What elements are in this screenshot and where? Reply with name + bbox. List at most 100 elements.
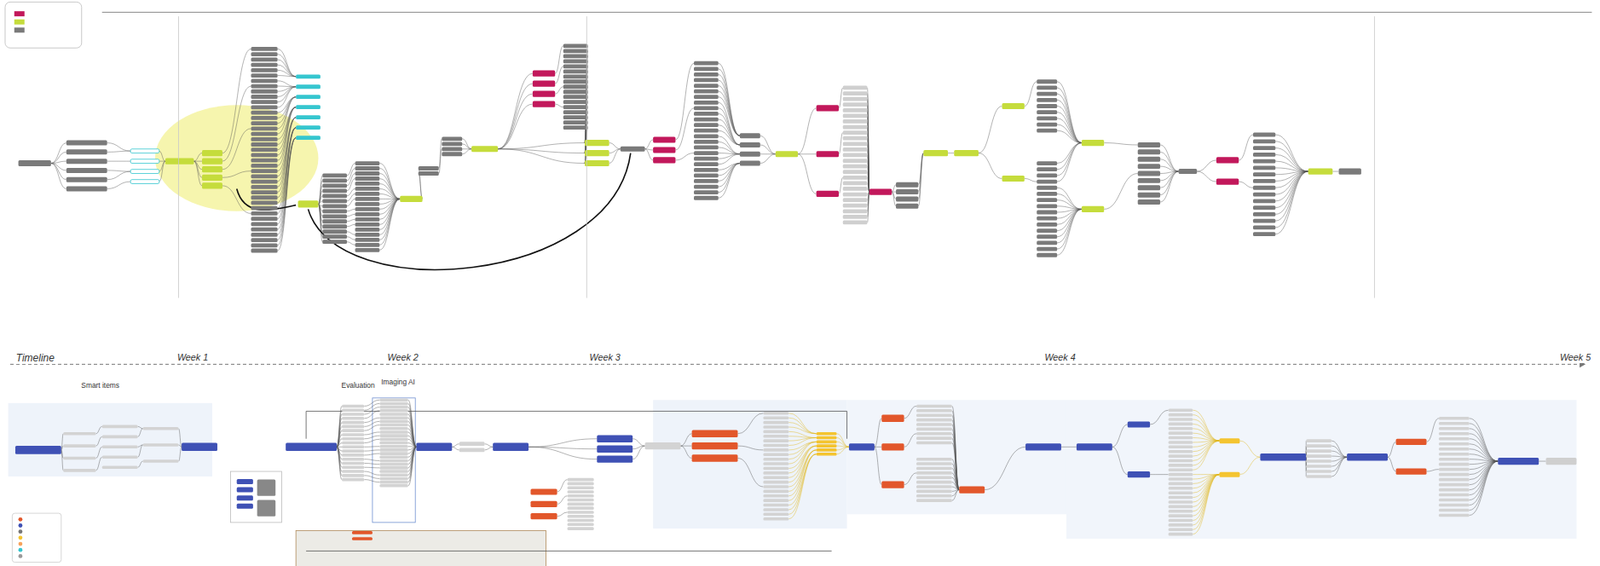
flow-box — [762, 485, 789, 489]
flow-link — [379, 193, 400, 199]
flow-link — [1057, 187, 1082, 209]
flow-box — [843, 180, 868, 185]
flow-box — [843, 220, 868, 226]
flow-box — [762, 467, 789, 471]
flow-box — [1339, 168, 1362, 175]
flow-box — [1253, 198, 1276, 203]
phase-divider — [586, 16, 588, 298]
flow-box — [881, 415, 904, 422]
flow-link — [408, 407, 417, 448]
flow-box — [341, 441, 364, 445]
flow-box — [379, 420, 409, 424]
flow-box — [916, 490, 953, 494]
flow-box — [693, 66, 719, 71]
flow-link — [336, 438, 342, 448]
flow-link — [788, 450, 816, 501]
flow-link — [867, 155, 870, 192]
flow-box — [916, 471, 953, 475]
flow-link — [1192, 440, 1219, 457]
flow-box — [1305, 464, 1332, 468]
flow-link — [1196, 160, 1217, 172]
flow-link — [609, 143, 621, 150]
flow-box — [816, 444, 838, 448]
flow-box — [843, 147, 868, 152]
phase-panel — [847, 399, 1067, 515]
flow-link — [1192, 440, 1219, 466]
flow-box — [1036, 167, 1058, 172]
flow-box — [762, 430, 789, 434]
flow-box — [1036, 79, 1058, 84]
flow-box — [1438, 462, 1470, 467]
flow-link — [277, 107, 297, 145]
flow-box — [322, 234, 347, 239]
flow-link — [336, 446, 342, 480]
flow-box — [1438, 478, 1470, 482]
flow-link — [317, 190, 323, 205]
flow-link — [96, 446, 103, 458]
flow-link — [867, 115, 870, 192]
flow-link — [1426, 418, 1439, 443]
flow-link — [1057, 124, 1082, 144]
flow-link — [363, 453, 380, 456]
flow-box — [843, 113, 868, 118]
connector-layer — [51, 46, 1547, 552]
flow-link — [952, 467, 959, 490]
flow-link — [1057, 130, 1082, 143]
flow-link — [1057, 87, 1082, 144]
flow-box — [379, 451, 409, 456]
flow-link — [485, 446, 494, 451]
flow-link — [1192, 474, 1219, 521]
flow-link — [408, 403, 417, 447]
flow-box — [563, 89, 589, 94]
loop-arrow — [308, 153, 631, 271]
flow-box — [379, 459, 409, 463]
flow-link — [178, 444, 182, 447]
flow-box — [895, 182, 919, 188]
flow-box — [295, 104, 321, 110]
flow-link — [1469, 433, 1499, 462]
flow-link — [797, 108, 817, 155]
flow-box — [916, 462, 953, 466]
flow-link — [408, 399, 417, 447]
flow-box — [816, 452, 838, 457]
flow-box — [295, 125, 321, 130]
flow-link — [1057, 193, 1082, 209]
flow-link — [760, 154, 776, 164]
flow-box — [295, 135, 321, 140]
flow-box — [1168, 436, 1194, 440]
flow-link — [1149, 410, 1169, 425]
flow-box — [762, 425, 789, 429]
flow-box — [341, 462, 364, 466]
flow-box — [1168, 514, 1194, 518]
flow-box — [165, 158, 195, 165]
flow-link — [1057, 143, 1082, 164]
flow-link — [363, 425, 380, 432]
flow-box — [563, 74, 589, 79]
flow-box — [341, 465, 364, 469]
flow-link — [1192, 415, 1219, 442]
flow-link — [1057, 143, 1082, 182]
flow-link — [1387, 441, 1397, 457]
flow-box — [102, 445, 139, 450]
flow-box — [762, 471, 789, 475]
flow-box — [341, 449, 364, 453]
flow-box — [843, 130, 868, 135]
flow-box — [1168, 500, 1194, 504]
flow-link — [1160, 151, 1179, 172]
flow-box — [202, 166, 223, 173]
flow-box — [567, 485, 595, 490]
flow-box — [322, 188, 347, 193]
flow-box — [1137, 149, 1161, 155]
flow-box — [916, 427, 953, 432]
flow-link — [1057, 208, 1082, 225]
flow-box — [102, 435, 139, 439]
flow-box — [355, 242, 381, 248]
flow-link — [1426, 469, 1439, 472]
flow-box — [236, 479, 254, 485]
flow-box — [1259, 453, 1306, 461]
flow-box — [15, 445, 62, 455]
flow-box — [1438, 503, 1470, 508]
flow-box — [1025, 443, 1062, 451]
flow-box — [532, 80, 555, 87]
